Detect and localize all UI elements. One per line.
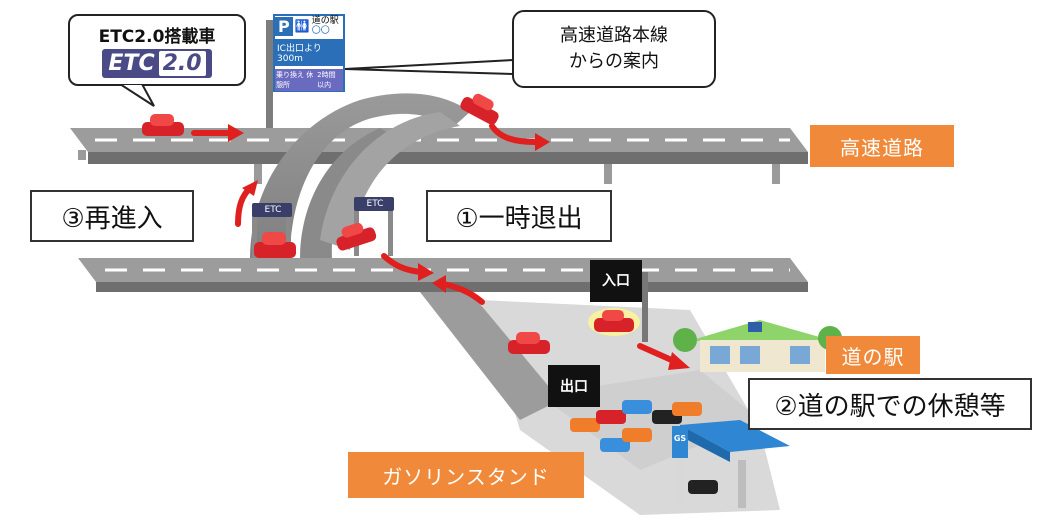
- guidance-line-2: からの案内: [569, 51, 659, 72]
- car-exit: [336, 222, 377, 251]
- sign-roadside-station: 道の駅: [311, 16, 339, 26]
- parked-cars: [570, 400, 718, 494]
- gs-sign-board: [672, 426, 688, 458]
- car-entrance: [588, 308, 640, 336]
- guidance-callout: 高速道路本線 からの案内: [512, 10, 716, 88]
- exit-sign-board: [548, 365, 600, 407]
- sign-bottom-right: 2時間以内: [316, 69, 343, 91]
- toilet-icon: 🚻: [294, 19, 310, 33]
- sign-pole: [266, 20, 273, 130]
- expressway-road: [70, 128, 808, 184]
- etc-callout-tail: [120, 84, 155, 107]
- car-access-road: [508, 332, 550, 354]
- guidance-line-1: 高速道路本線: [560, 25, 668, 46]
- entrance-sign-pole: [642, 272, 648, 342]
- arrow-return: [441, 281, 485, 305]
- step-rest: ②道の駅での休憩等: [748, 378, 1032, 430]
- parking-icon: P: [275, 16, 293, 36]
- sign-ring: 〇〇: [311, 26, 330, 36]
- arrow-reenter: [235, 185, 253, 227]
- step-reenter: ③再進入: [30, 190, 194, 242]
- step-exit: ①一時退出: [426, 190, 612, 242]
- etc-gate-left: [252, 203, 292, 258]
- etc-logo-right: 2.0: [158, 51, 206, 76]
- entrance-sign: 入口: [602, 273, 630, 289]
- arrow-exit: [381, 253, 423, 275]
- exit-sign: 出口: [560, 379, 588, 395]
- etc-badge-callout: ETC2.0搭載車 ETC 2.0: [68, 14, 246, 86]
- etc-badge-title: ETC2.0搭載車: [98, 27, 216, 47]
- highway-sign: P 🚻 道の駅 〇〇 IC出口より300m 乗り換え 休憩所 2時間以内: [273, 14, 345, 92]
- arrow-highway-2: [489, 123, 538, 145]
- car-reentry: [254, 232, 296, 258]
- expressway-label: 高速道路: [810, 125, 954, 167]
- entrance-sign-board: [590, 260, 642, 302]
- arrow-to-station: [637, 343, 679, 365]
- car-highway-1: [142, 114, 184, 136]
- sign-distance: IC出口より300m: [275, 39, 343, 66]
- etc-gate-left-label: ETC: [264, 205, 282, 215]
- etc-logo-left: ETC: [108, 51, 155, 76]
- gs-sign: GS: [673, 434, 687, 443]
- guidance-callout-tail: [345, 58, 514, 76]
- sign-bottom-left: 乗り換え 休憩所: [275, 69, 317, 91]
- etc-gate-right-label: ETC: [366, 199, 384, 209]
- roadside-station-label: 道の駅: [826, 336, 920, 374]
- gas-station-label: ガソリンスタンド: [348, 452, 584, 498]
- etc-logo: ETC 2.0: [102, 49, 212, 78]
- car-highway-2: [460, 93, 499, 125]
